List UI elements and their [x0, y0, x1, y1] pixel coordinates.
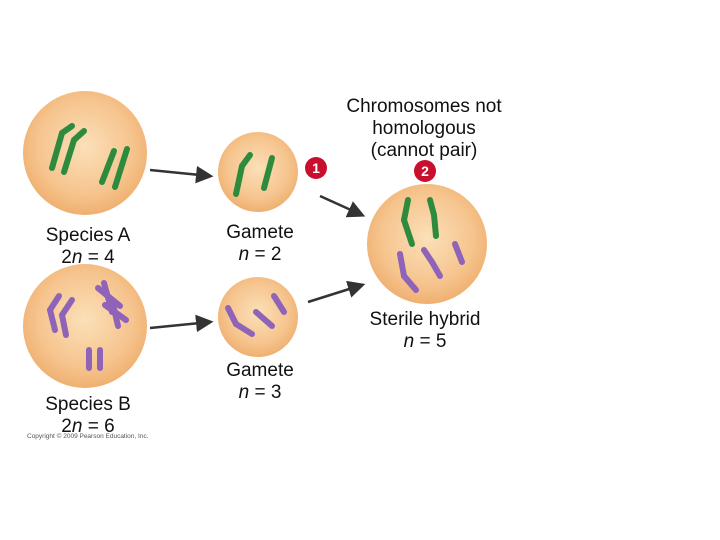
species-b-name: Species B [45, 394, 131, 415]
species-a-name: Species A [45, 225, 131, 246]
hybrid-ploidy: n = 5 [403, 331, 447, 352]
species-b-chromosomes [47, 280, 129, 371]
gamete-b-ploidy: n = 3 [238, 382, 282, 403]
gamete-b-chromosomes [225, 293, 287, 337]
species-b-cell [23, 264, 147, 388]
gamete-b-name: Gamete [226, 360, 294, 381]
step-1-badge: 1 [305, 157, 327, 179]
hybrid-cell [367, 184, 487, 304]
note-line-1: Chromosomes not [346, 96, 502, 117]
species-a-chromosomes [49, 123, 130, 190]
copyright-notice: Copyright © 2009 Pearson Education, Inc. [27, 433, 149, 440]
note-line-3: (cannot pair) [370, 140, 478, 161]
hybrid-label: Sterile hybrid n = 5 [350, 309, 500, 353]
hybrid-name: Sterile hybrid [369, 309, 481, 330]
non-homologous-note: Chromosomes not homologous (cannot pair) [324, 96, 524, 162]
gamete-a-name: Gamete [226, 222, 294, 243]
species-a-cell [23, 91, 147, 215]
hybrid-purple-chromosomes [397, 241, 465, 293]
gamete-b-label: Gamete n = 3 [210, 360, 310, 404]
hybrid-green-chromosomes [401, 197, 439, 247]
arrow-gamete-b-to-hybrid [307, 280, 366, 304]
gamete-b-cell [218, 277, 298, 357]
gamete-a-label: Gamete n = 2 [210, 222, 310, 266]
arrow-gamete-a-to-hybrid [319, 194, 366, 218]
gamete-a-chromosomes [233, 152, 275, 197]
species-a-label: Species A 2n = 4 [24, 225, 152, 269]
step-2-badge: 2 [414, 160, 436, 182]
species-a-ploidy: 2n = 4 [61, 247, 115, 268]
gamete-a-cell [218, 132, 298, 212]
arrow-species-b-to-gamete [149, 314, 214, 333]
species-b-label: Species B 2n = 6 [24, 394, 152, 438]
gamete-a-ploidy: n = 2 [238, 244, 282, 265]
species-b-ploidy: 2n = 6 [61, 416, 115, 437]
note-line-2: homologous [372, 118, 476, 139]
arrow-species-a-to-gamete [149, 165, 214, 184]
